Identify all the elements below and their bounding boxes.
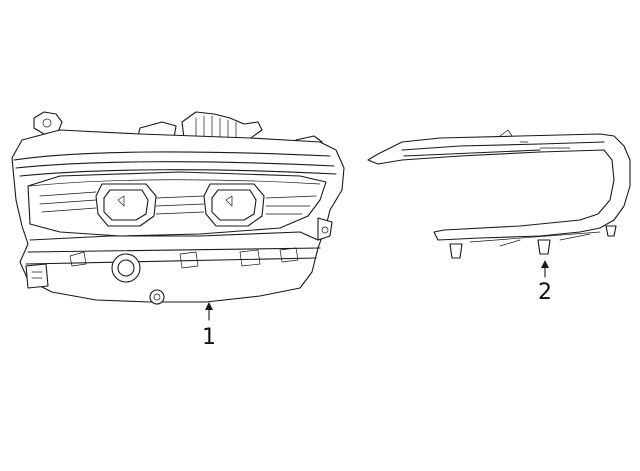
projector-left [95,183,157,227]
callout-2-label: 2 [538,280,552,305]
headlamp-bezel[interactable] [367,129,631,259]
headlamp-lower-body [25,231,321,265]
bezel-outline [367,133,631,241]
projector-right [203,183,265,227]
headlamp-assembly[interactable] [11,111,345,305]
adjuster-knob [111,253,141,283]
headlamp-mount-boss [149,289,165,305]
callout-2: 2 [538,260,552,305]
headlamp-connector [25,263,49,289]
reflector-ribs [39,191,317,215]
headlamp-housing [11,129,345,303]
bezel-clips [449,225,617,259]
headlamp-light-guide [13,151,337,177]
callout-1-label: 1 [202,325,216,350]
headlamp-lens [27,171,327,237]
callout-1: 1 [202,302,216,350]
bezel-inner-edge [401,141,605,157]
